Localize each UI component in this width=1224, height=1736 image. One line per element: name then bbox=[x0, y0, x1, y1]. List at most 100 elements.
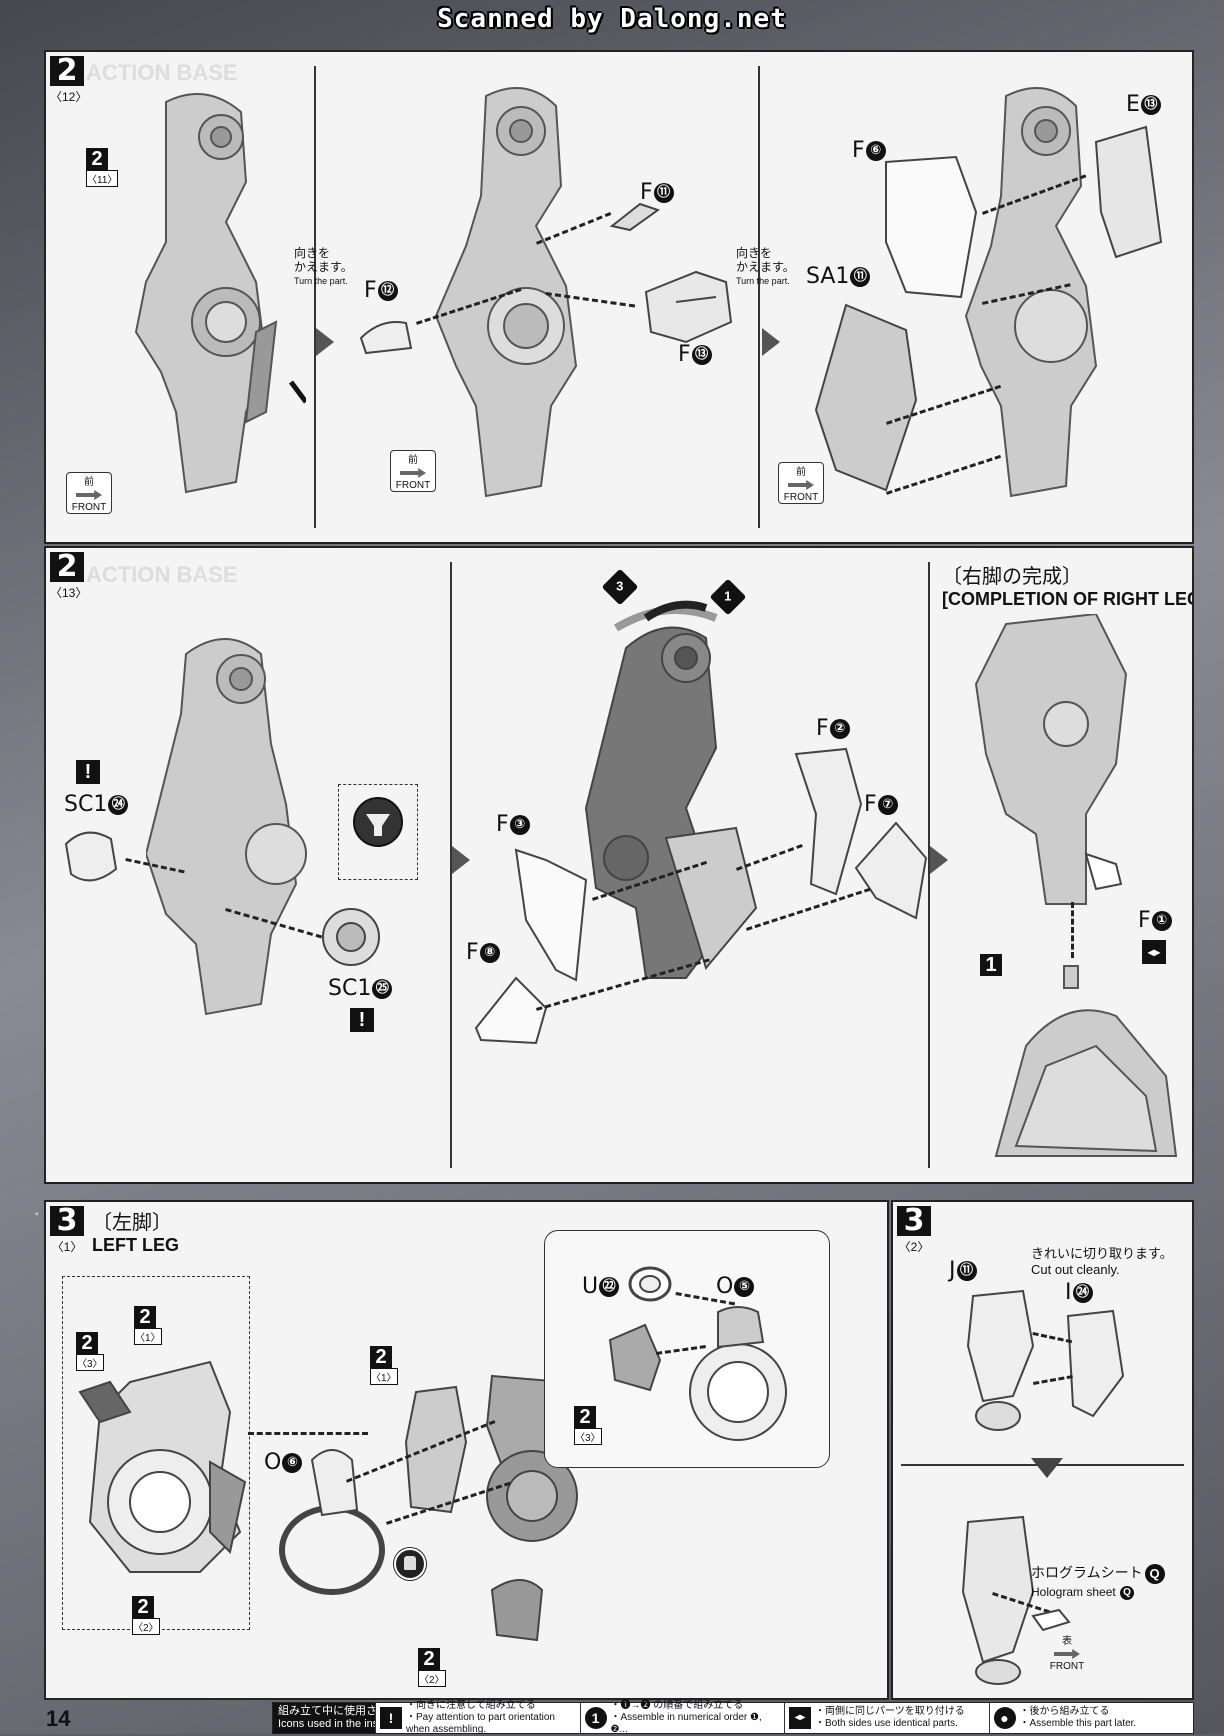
leg-assembly-illustration bbox=[584, 626, 758, 979]
o5-peg-part bbox=[608, 1323, 662, 1392]
step-3-1-panel: 3 〈1〉 〔左脚〕 LEFT LEG 2〈1〉 2〈3〉 2〈2〉 2〈1〉 … bbox=[44, 1200, 889, 1700]
both-sides-icon: ◂▸ bbox=[789, 1707, 811, 1729]
orientation-warning-icon: ! bbox=[350, 1008, 374, 1032]
step-reference: 2〈3〉 bbox=[574, 1406, 602, 1445]
orientation-warning-icon: ! bbox=[380, 1707, 402, 1729]
divider bbox=[928, 562, 930, 1168]
part-u22 bbox=[628, 1266, 672, 1302]
part-j11 bbox=[966, 1289, 1035, 1431]
assemble-later-icon: ● bbox=[993, 1707, 1016, 1729]
rotate-arrow bbox=[613, 600, 718, 632]
leg-assembly-illustration bbox=[434, 87, 578, 498]
legend-title: 組み立て中に使用されているアイコン Icons used in the inst… bbox=[273, 1703, 464, 1733]
next-arrow bbox=[316, 328, 334, 356]
legend-item: ◂▸ ・両側に同じパーツを取り付ける・Both sides use identi… bbox=[784, 1703, 989, 1733]
part-f11 bbox=[610, 202, 660, 232]
down-arrow bbox=[1031, 1458, 1063, 1478]
leg-assembly-illustration bbox=[134, 93, 306, 494]
hologram-sheet bbox=[1031, 1608, 1071, 1632]
step-reference: 2〈2〉 bbox=[132, 1596, 160, 1635]
part-e13 bbox=[1094, 125, 1163, 259]
step-reference: 2〈1〉 bbox=[134, 1306, 162, 1345]
assemble-later-icon bbox=[394, 1548, 426, 1580]
part-f6 bbox=[885, 155, 978, 299]
left-leg-part-illustration bbox=[404, 1385, 468, 1514]
step-reference: 2〈2〉 bbox=[418, 1648, 446, 1687]
divider bbox=[450, 562, 452, 1168]
both-sides-icon: ◂▸ bbox=[1142, 940, 1166, 964]
step-badge: 2 〈12〉 bbox=[50, 53, 88, 104]
completion-heading: 〔右脚の完成〕 [COMPLETION OF RIGHT LEG] bbox=[942, 564, 1194, 609]
base-part-number: 1 bbox=[980, 954, 1002, 976]
leg-assembly-illustration bbox=[146, 638, 307, 1016]
left-leg-reference-illustration bbox=[78, 1360, 247, 1573]
divider bbox=[314, 66, 316, 528]
part-f2 bbox=[794, 747, 863, 896]
icon-legend: 組み立て中に使用されているアイコン Icons used in the inst… bbox=[272, 1700, 1194, 1735]
left-leg-j-assembly-illustration bbox=[961, 1515, 1035, 1685]
completed-right-leg-illustration bbox=[974, 614, 1128, 905]
legend-item: ● ・後から組み立てる・Assemble this part later. bbox=[988, 1703, 1194, 1733]
part-sc1-25 bbox=[322, 908, 380, 966]
part-f8 bbox=[474, 976, 548, 1045]
left-leg-heading: 〔左脚〕 LEFT LEG bbox=[92, 1210, 179, 1255]
step-badge: 2 〈13〉 bbox=[50, 549, 88, 600]
step-reference: 2〈11〉 bbox=[86, 148, 119, 187]
next-arrow bbox=[762, 328, 780, 356]
turn-note: 向きを かえます。Turn the part. bbox=[736, 246, 795, 286]
step-badge: 3 〈2〉 bbox=[897, 1203, 931, 1254]
next-arrow bbox=[930, 846, 948, 874]
step-reference: 2〈3〉 bbox=[76, 1332, 104, 1371]
part-i24 bbox=[1066, 1309, 1125, 1418]
numbered-order-icon: 1 bbox=[584, 1707, 607, 1729]
part-f3 bbox=[514, 848, 588, 982]
divider bbox=[758, 66, 760, 528]
next-arrow bbox=[452, 846, 470, 874]
legend-item: ! ・向きに注意して組み立てる・Pay attention to part or… bbox=[375, 1700, 580, 1735]
legend-item: 1 ・❶→❷ の順番で組み立てる・Assemble in numerical o… bbox=[579, 1700, 785, 1735]
orientation-warning-icon: ! bbox=[76, 760, 100, 784]
page-number: 14 bbox=[46, 1706, 71, 1731]
leg-assembly-illustration bbox=[964, 87, 1098, 498]
detail-box bbox=[338, 784, 418, 880]
action-base-illustration bbox=[994, 965, 1178, 1157]
left-leg-part-illustration bbox=[490, 1579, 544, 1642]
part-f13 bbox=[644, 270, 733, 344]
part-f7 bbox=[854, 821, 928, 920]
part-sc1-24 bbox=[64, 831, 118, 882]
part-sa1 bbox=[814, 303, 918, 492]
part-o6 bbox=[279, 1449, 385, 1595]
step-badge: 3 〈1〉 bbox=[50, 1203, 84, 1254]
sc1-detail-illustration bbox=[353, 797, 403, 847]
part-f12 bbox=[359, 321, 413, 355]
part-o5 bbox=[689, 1306, 787, 1441]
cut-cleanly-note: きれいに切り取ります。 Cut out cleanly. bbox=[1031, 1246, 1173, 1277]
step-reference: 2〈1〉 bbox=[370, 1346, 398, 1385]
